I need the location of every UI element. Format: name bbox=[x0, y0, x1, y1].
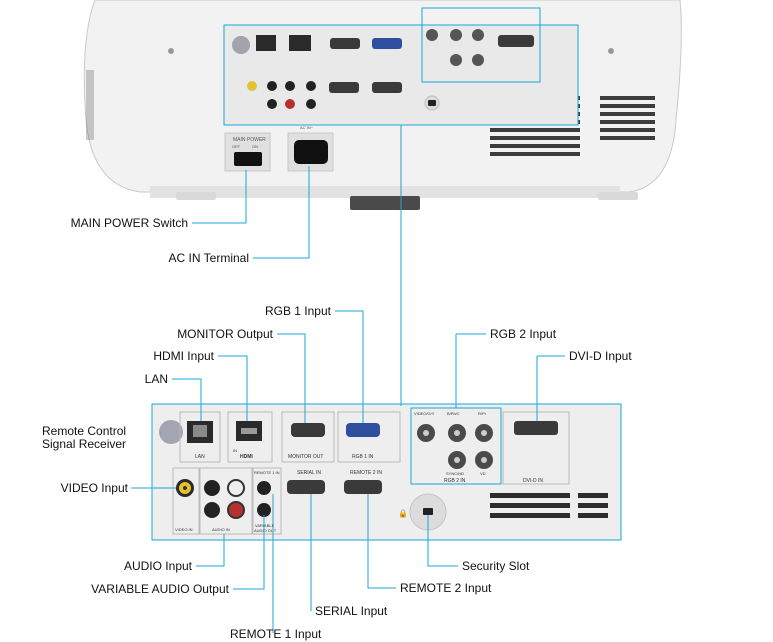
remote-receiver-sensor bbox=[159, 420, 183, 444]
label-audio-input: AUDIO Input bbox=[123, 559, 192, 573]
video-gy-mark: VIDEO/G/Y bbox=[414, 411, 435, 416]
label-ac-in-terminal: AC IN Terminal bbox=[168, 251, 249, 265]
leader-main-power bbox=[192, 170, 247, 224]
vd-mark: VD bbox=[480, 471, 486, 476]
leader-security bbox=[427, 515, 458, 567]
r-pr-mark: R/Pr bbox=[478, 411, 487, 416]
variable-mark: VARIABLE bbox=[255, 523, 275, 528]
remote1-in-mark: REMOTE 1 IN bbox=[254, 470, 280, 475]
rgb1-in-port bbox=[346, 423, 380, 437]
leader-audio bbox=[196, 534, 225, 567]
terminal-panel-enlarged: LAN IN HDMI MONITOR OUT RGB 1 IN VIDEO/G… bbox=[151, 403, 622, 541]
label-remote2-input: REMOTE 2 Input bbox=[400, 581, 492, 595]
audio-in-mark: AUDIO IN bbox=[212, 527, 230, 532]
label-serial-input: SERIAL Input bbox=[315, 604, 388, 618]
sync-hd-mark: SYNC/HD bbox=[446, 471, 464, 476]
label-variable-audio-output: VARIABLE AUDIO Output bbox=[91, 582, 229, 596]
leader-rgb1 bbox=[335, 310, 364, 423]
lock-icon: 🔒 bbox=[398, 509, 408, 518]
label-remote1-input: REMOTE 1 Input bbox=[230, 627, 322, 641]
audio-in-jack-3 bbox=[204, 502, 220, 518]
leader-remote2 bbox=[367, 494, 396, 589]
on-mark: ON bbox=[252, 144, 258, 149]
main-power-mark: MAIN POWER bbox=[233, 137, 266, 143]
audio-in-jack-1 bbox=[204, 480, 220, 496]
label-monitor-output: MONITOR Output bbox=[177, 327, 273, 341]
remote2-in-port bbox=[344, 480, 382, 494]
leader-hdmi bbox=[218, 355, 248, 421]
leader-variable-audio bbox=[233, 515, 265, 590]
label-rgb1-input: RGB 1 Input bbox=[264, 304, 331, 318]
audio-out-mark: AUDIO OUT bbox=[254, 528, 277, 533]
leader-lan bbox=[172, 378, 202, 421]
leader-monitor bbox=[277, 333, 306, 423]
hdmi-mark: HDMI bbox=[240, 454, 253, 460]
label-hdmi-input: HDMI Input bbox=[153, 349, 214, 363]
label-dvi-d-input: DVI-D Input bbox=[569, 349, 632, 363]
label-remote-control-line2: Signal Receiver bbox=[42, 437, 127, 451]
leader-lines bbox=[131, 125, 565, 633]
hdmi-in-mark: IN bbox=[233, 448, 237, 453]
serial-in-mark: SERIAL IN bbox=[297, 470, 321, 476]
label-main-power-switch: MAIN POWER Switch bbox=[70, 216, 188, 230]
remote1-in-jack bbox=[257, 481, 271, 495]
off-mark: OFF bbox=[232, 144, 241, 149]
remote2-in-mark: REMOTE 2 IN bbox=[350, 470, 382, 476]
monitor-out-port bbox=[291, 423, 325, 437]
ac-in-mark-top: AC IN~ bbox=[300, 125, 314, 130]
audio-in-jack-2 bbox=[227, 479, 245, 497]
dvi-d-in-mark: DVI-D IN bbox=[523, 478, 543, 484]
b-pb-mark: B/Pb/C bbox=[447, 411, 460, 416]
lan-mark: LAN bbox=[195, 454, 205, 460]
video-in-mark: VIDEO IN bbox=[175, 527, 193, 532]
rgb1-in-mark: RGB 1 IN bbox=[352, 454, 374, 460]
monitor-out-mark: MONITOR OUT bbox=[288, 454, 323, 460]
dvi-d-in-port bbox=[514, 421, 558, 435]
security-slot bbox=[423, 508, 433, 515]
label-rgb2-input: RGB 2 Input bbox=[490, 327, 557, 341]
rgb2-in-mark: RGB 2 IN bbox=[444, 478, 466, 484]
label-lan: LAN bbox=[144, 372, 168, 386]
audio-in-jack-4 bbox=[227, 501, 245, 519]
label-remote-control-line1: Remote Control bbox=[42, 424, 127, 438]
label-video-input: VIDEO Input bbox=[60, 481, 128, 495]
variable-audio-out-jack bbox=[257, 503, 271, 517]
projector-body: MAIN POWER OFF ON AC IN~ bbox=[83, 0, 682, 210]
label-security-slot: Security Slot bbox=[462, 559, 530, 573]
leader-ac-in bbox=[253, 166, 310, 259]
serial-in-port bbox=[287, 480, 325, 494]
